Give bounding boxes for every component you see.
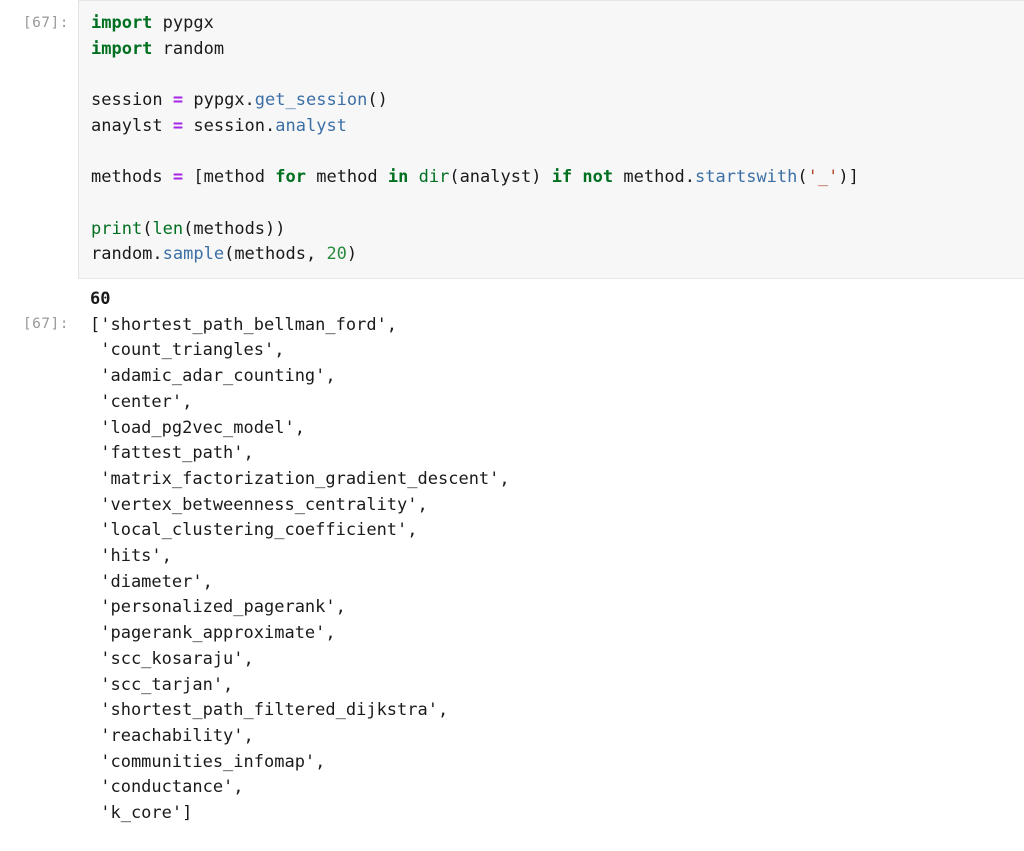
result-area: ['shortest_path_bellman_ford', 'count_tr…	[78, 313, 1024, 827]
notebook-cell-container: [67]: import pypgx import random session…	[0, 0, 1024, 827]
stdout-output-row: 60	[0, 279, 1024, 313]
result-output-row: [67]: ['shortest_path_bellman_ford', 'co…	[0, 313, 1024, 827]
stdout-area: 60	[78, 287, 1024, 313]
stdout-text: 60	[90, 289, 111, 310]
output-prompt-label: [67]:	[22, 315, 69, 332]
code-source[interactable]: import pypgx import random session = pyp…	[91, 13, 859, 265]
code-cell[interactable]: [67]: import pypgx import random session…	[0, 0, 1024, 280]
code-editor-area[interactable]: import pypgx import random session = pyp…	[78, 0, 1024, 280]
stdout-prompt-spacer	[0, 287, 78, 303]
result-list-text: ['shortest_path_bellman_ford', 'count_tr…	[90, 314, 510, 824]
input-prompt-label: [67]:	[22, 15, 69, 31]
